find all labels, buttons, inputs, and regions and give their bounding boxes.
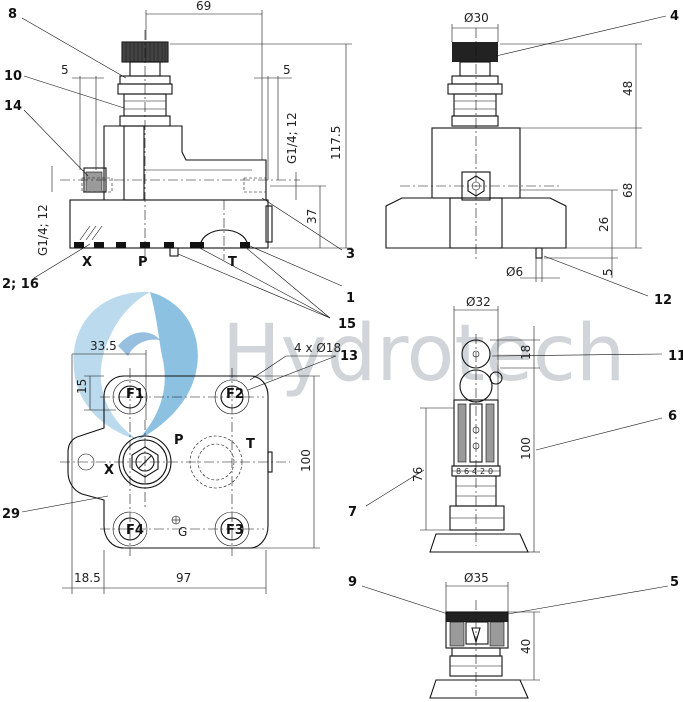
watermark: Hydrotech: [73, 291, 625, 440]
dim-front-port-left: G1/4; 12: [36, 204, 50, 256]
dim-cap-height: 40: [519, 639, 533, 654]
mount-f2: F2: [226, 387, 244, 402]
dim-front-port-height: 37: [305, 209, 319, 224]
callout-9: 9: [348, 575, 357, 590]
callout-15: 15: [338, 317, 356, 332]
mount-f3: F3: [226, 523, 244, 538]
scale-mark-4: 4: [472, 467, 477, 476]
dim-top-holes: 4 x Ø18: [294, 341, 341, 355]
cap-view: [429, 600, 529, 699]
front-view-callouts: 8 10 14 2; 16 3 1 15 X P T: [2, 7, 356, 332]
scale-mark-8: 8: [456, 467, 461, 476]
side-view-dimensions: Ø30 48 68 26 5 Ø6: [451, 11, 642, 282]
port-x-top: X: [104, 463, 114, 478]
top-view: [60, 368, 290, 556]
dim-lock-top: 18: [519, 345, 533, 360]
mount-f1: F1: [126, 387, 144, 402]
hydrotech-logo-icon: [73, 291, 198, 440]
port-t: T: [228, 255, 237, 270]
front-view: [60, 30, 300, 260]
dim-top-offset-y: 15: [75, 379, 89, 394]
dim-top-height: 100: [299, 449, 313, 472]
scale-mark-0: 0: [488, 467, 493, 476]
dim-side-knob-dia: Ø30: [464, 11, 489, 25]
front-view-dimensions: 69 5 5 G1/4; 12 G1/4; 12 117.5 37: [36, 0, 352, 256]
callout-7: 7: [348, 505, 357, 520]
port-p: P: [138, 255, 148, 270]
dim-front-height: 117.5: [329, 126, 343, 160]
dim-top-width-left: 18.5: [74, 571, 101, 585]
watermark-brand: Hydrotech: [222, 309, 625, 399]
dim-front-offset-right: 5: [283, 63, 291, 77]
cap-view-callouts: 9 5: [348, 575, 679, 615]
mount-g: G: [178, 525, 187, 539]
dim-front-port-right: G1/4; 12: [285, 112, 299, 164]
dim-top-width: 97: [176, 571, 191, 585]
lock-view-callouts: 11 6 7: [348, 349, 683, 520]
lock-view: 8 6 4 2 0: [429, 334, 529, 553]
callout-6: 6: [668, 409, 677, 424]
dim-side-port-height: 26: [597, 217, 611, 232]
side-view: [385, 28, 567, 262]
callout-2-16: 2; 16: [2, 277, 39, 292]
callout-12: 12: [654, 293, 672, 308]
dim-cap-dia: Ø35: [464, 571, 489, 585]
dim-side-pin-dia: Ø6: [506, 265, 523, 279]
side-view-callouts: 4 12: [495, 9, 679, 308]
scale-mark-6: 6: [464, 467, 469, 476]
mount-f4: F4: [126, 523, 144, 538]
cap-view-dimensions: Ø35 40: [445, 571, 540, 681]
port-p-top: P: [174, 433, 184, 448]
callout-10: 10: [4, 69, 22, 84]
callout-13: 13: [340, 349, 358, 364]
port-x: X: [82, 255, 92, 270]
dim-side-pin-height: 5: [601, 268, 615, 276]
dim-lock-body: 76: [411, 467, 425, 482]
callout-29: 29: [2, 507, 20, 522]
top-view-dimensions: F1 F2 F4 F3 G X P T 33.5 15 4 x Ø18 100 …: [62, 339, 341, 594]
callout-4: 4: [670, 9, 679, 24]
scale-mark-2: 2: [480, 467, 485, 476]
dim-front-offset-left: 5: [61, 63, 69, 77]
callout-8: 8: [8, 7, 17, 22]
callout-14: 14: [4, 99, 22, 114]
dim-side-body-height: 68: [621, 183, 635, 198]
callout-3: 3: [346, 247, 355, 262]
dim-lock-dia: Ø32: [466, 295, 491, 309]
callout-5: 5: [670, 575, 679, 590]
callout-11: 11: [668, 349, 683, 364]
dim-front-width: 69: [196, 0, 211, 13]
callout-1: 1: [346, 291, 355, 306]
lock-view-dimensions: Ø32 18 100 76: [411, 295, 540, 553]
top-view-callouts: 13 29: [2, 349, 358, 522]
dim-lock-height: 100: [519, 437, 533, 460]
dim-top-offset-x: 33.5: [90, 339, 117, 353]
port-t-top: T: [246, 437, 255, 452]
dim-side-knob-height: 48: [621, 81, 635, 96]
